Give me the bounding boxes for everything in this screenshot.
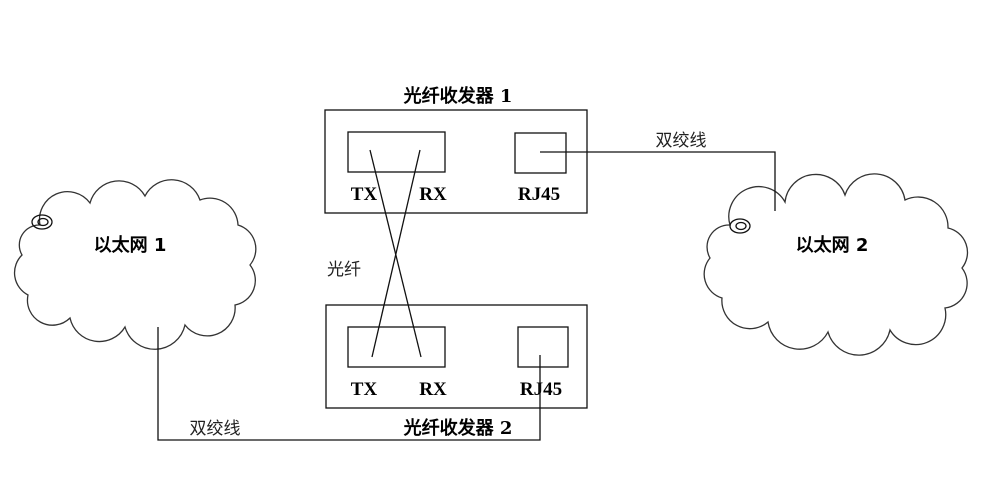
- ethernet-2-cloud-shape: [703, 173, 969, 356]
- transceiver-2-fiber-port: [347, 326, 446, 368]
- transceiver-1-tx-label: TX: [351, 184, 378, 205]
- ethernet-1-label: 以太网 1: [94, 234, 167, 256]
- transceiver-2-rj45-label: RJ45: [520, 379, 562, 400]
- transceiver-2: TX RX RJ45: [325, 304, 588, 409]
- transceiver-2-rx-label: RX: [419, 379, 447, 400]
- ethernet-1-cloud-shape: [13, 179, 257, 350]
- transceiver-2-title: 光纤收发器 2: [403, 417, 513, 439]
- transceiver-2-rj45-port: [517, 326, 569, 368]
- ethernet-2-label: 以太网 2: [796, 234, 869, 256]
- transceiver-2-tx-label: TX: [351, 379, 378, 400]
- fiber-label: 光纤: [327, 260, 361, 280]
- transceiver-1-rx-label: RX: [419, 184, 447, 205]
- fiber-line-rx1-to-tx2: [371, 149, 421, 358]
- ethernet-2-cloud: 以太网 2: [703, 173, 969, 356]
- ethernet-1-cloud: 以太网 1: [13, 179, 257, 350]
- fiber-cross-link: [369, 149, 422, 358]
- twisted-pair-bottom-label: 双绞线: [190, 419, 241, 439]
- transceiver-1-fiber-port: [347, 131, 446, 173]
- twisted-pair-bottom-line: [157, 327, 541, 441]
- transceiver-1: TX RX RJ45: [324, 109, 588, 214]
- twisted-pair-top-line: [540, 151, 776, 211]
- ethernet-1-swirl-icon: [31, 214, 53, 230]
- transceiver-1-title: 光纤收发器 1: [403, 85, 513, 107]
- transceiver-1-rj45-label: RJ45: [518, 184, 560, 205]
- twisted-pair-top-label: 双绞线: [656, 131, 707, 151]
- ethernet-2-swirl-icon: [729, 218, 751, 234]
- transceiver-1-rj45-port: [514, 132, 567, 174]
